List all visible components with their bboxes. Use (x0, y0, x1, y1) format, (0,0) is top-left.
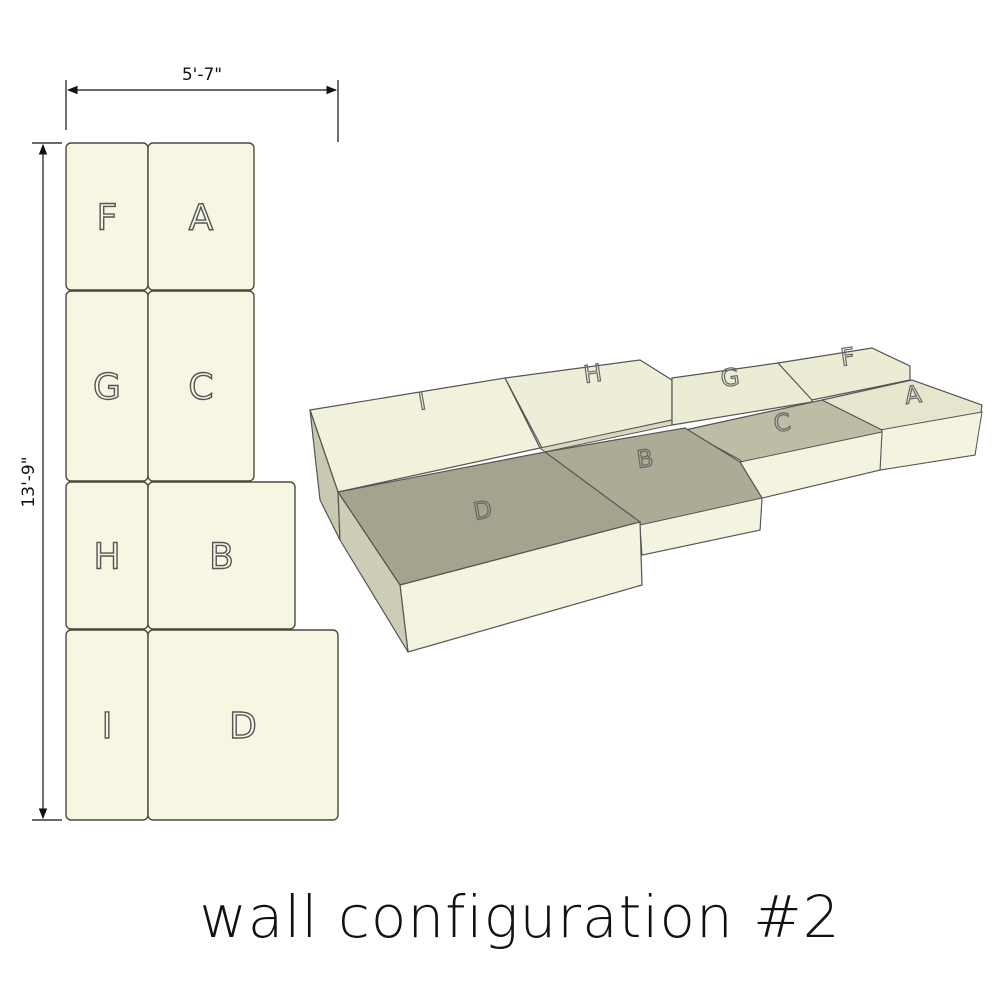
iso-label-A: A (903, 380, 924, 410)
iso-block-D: D (337, 451, 643, 653)
iso-block-B: B (543, 427, 763, 556)
plan-block-label: I (102, 706, 113, 747)
plan-block-label: F (97, 198, 118, 239)
iso-label-F: F (839, 342, 857, 372)
isometric-view: I H G F A C B (309, 342, 983, 653)
plan-block-F: F (65, 142, 149, 291)
plan-block-I: I (65, 629, 149, 821)
iso-block-I: I (309, 377, 541, 541)
iso-block-G: G (671, 362, 813, 426)
plan-view: F A G C H B I D (65, 142, 339, 821)
plan-block-D: D (147, 629, 339, 821)
plan-block-shape (147, 142, 255, 291)
plan-block-label: C (188, 367, 213, 408)
plan-block-shape (147, 481, 296, 630)
plan-block-label: D (229, 706, 257, 747)
iso-block-H: H (504, 358, 673, 453)
iso-block-F: F (776, 342, 911, 401)
plan-block-label: B (209, 537, 234, 578)
plan-block-G: G (65, 290, 149, 482)
plan-block-label: G (93, 367, 121, 408)
width-dimension: 5'-7" (65, 65, 339, 142)
height-label: 13'-9" (19, 456, 39, 507)
plan-block-H: H (65, 481, 149, 630)
plan-block-B: B (147, 481, 296, 630)
iso-label-H: H (582, 359, 604, 389)
plan-block-shape (147, 290, 255, 482)
plan-block-C: C (147, 290, 255, 482)
width-label: 5'-7" (182, 65, 222, 85)
iso-block-C: C (683, 399, 883, 499)
iso-label-B: B (635, 444, 655, 474)
iso-label-G: G (719, 363, 741, 393)
height-dimension: 13'-9" (19, 142, 62, 821)
plan-block-A: A (147, 142, 255, 291)
plan-block-label: H (93, 537, 120, 578)
iso-label-C: C (772, 408, 792, 438)
plan-block-label: A (189, 198, 214, 239)
diagram-title: wall configuration #2 (199, 883, 840, 951)
plan-block-shape (147, 629, 339, 821)
